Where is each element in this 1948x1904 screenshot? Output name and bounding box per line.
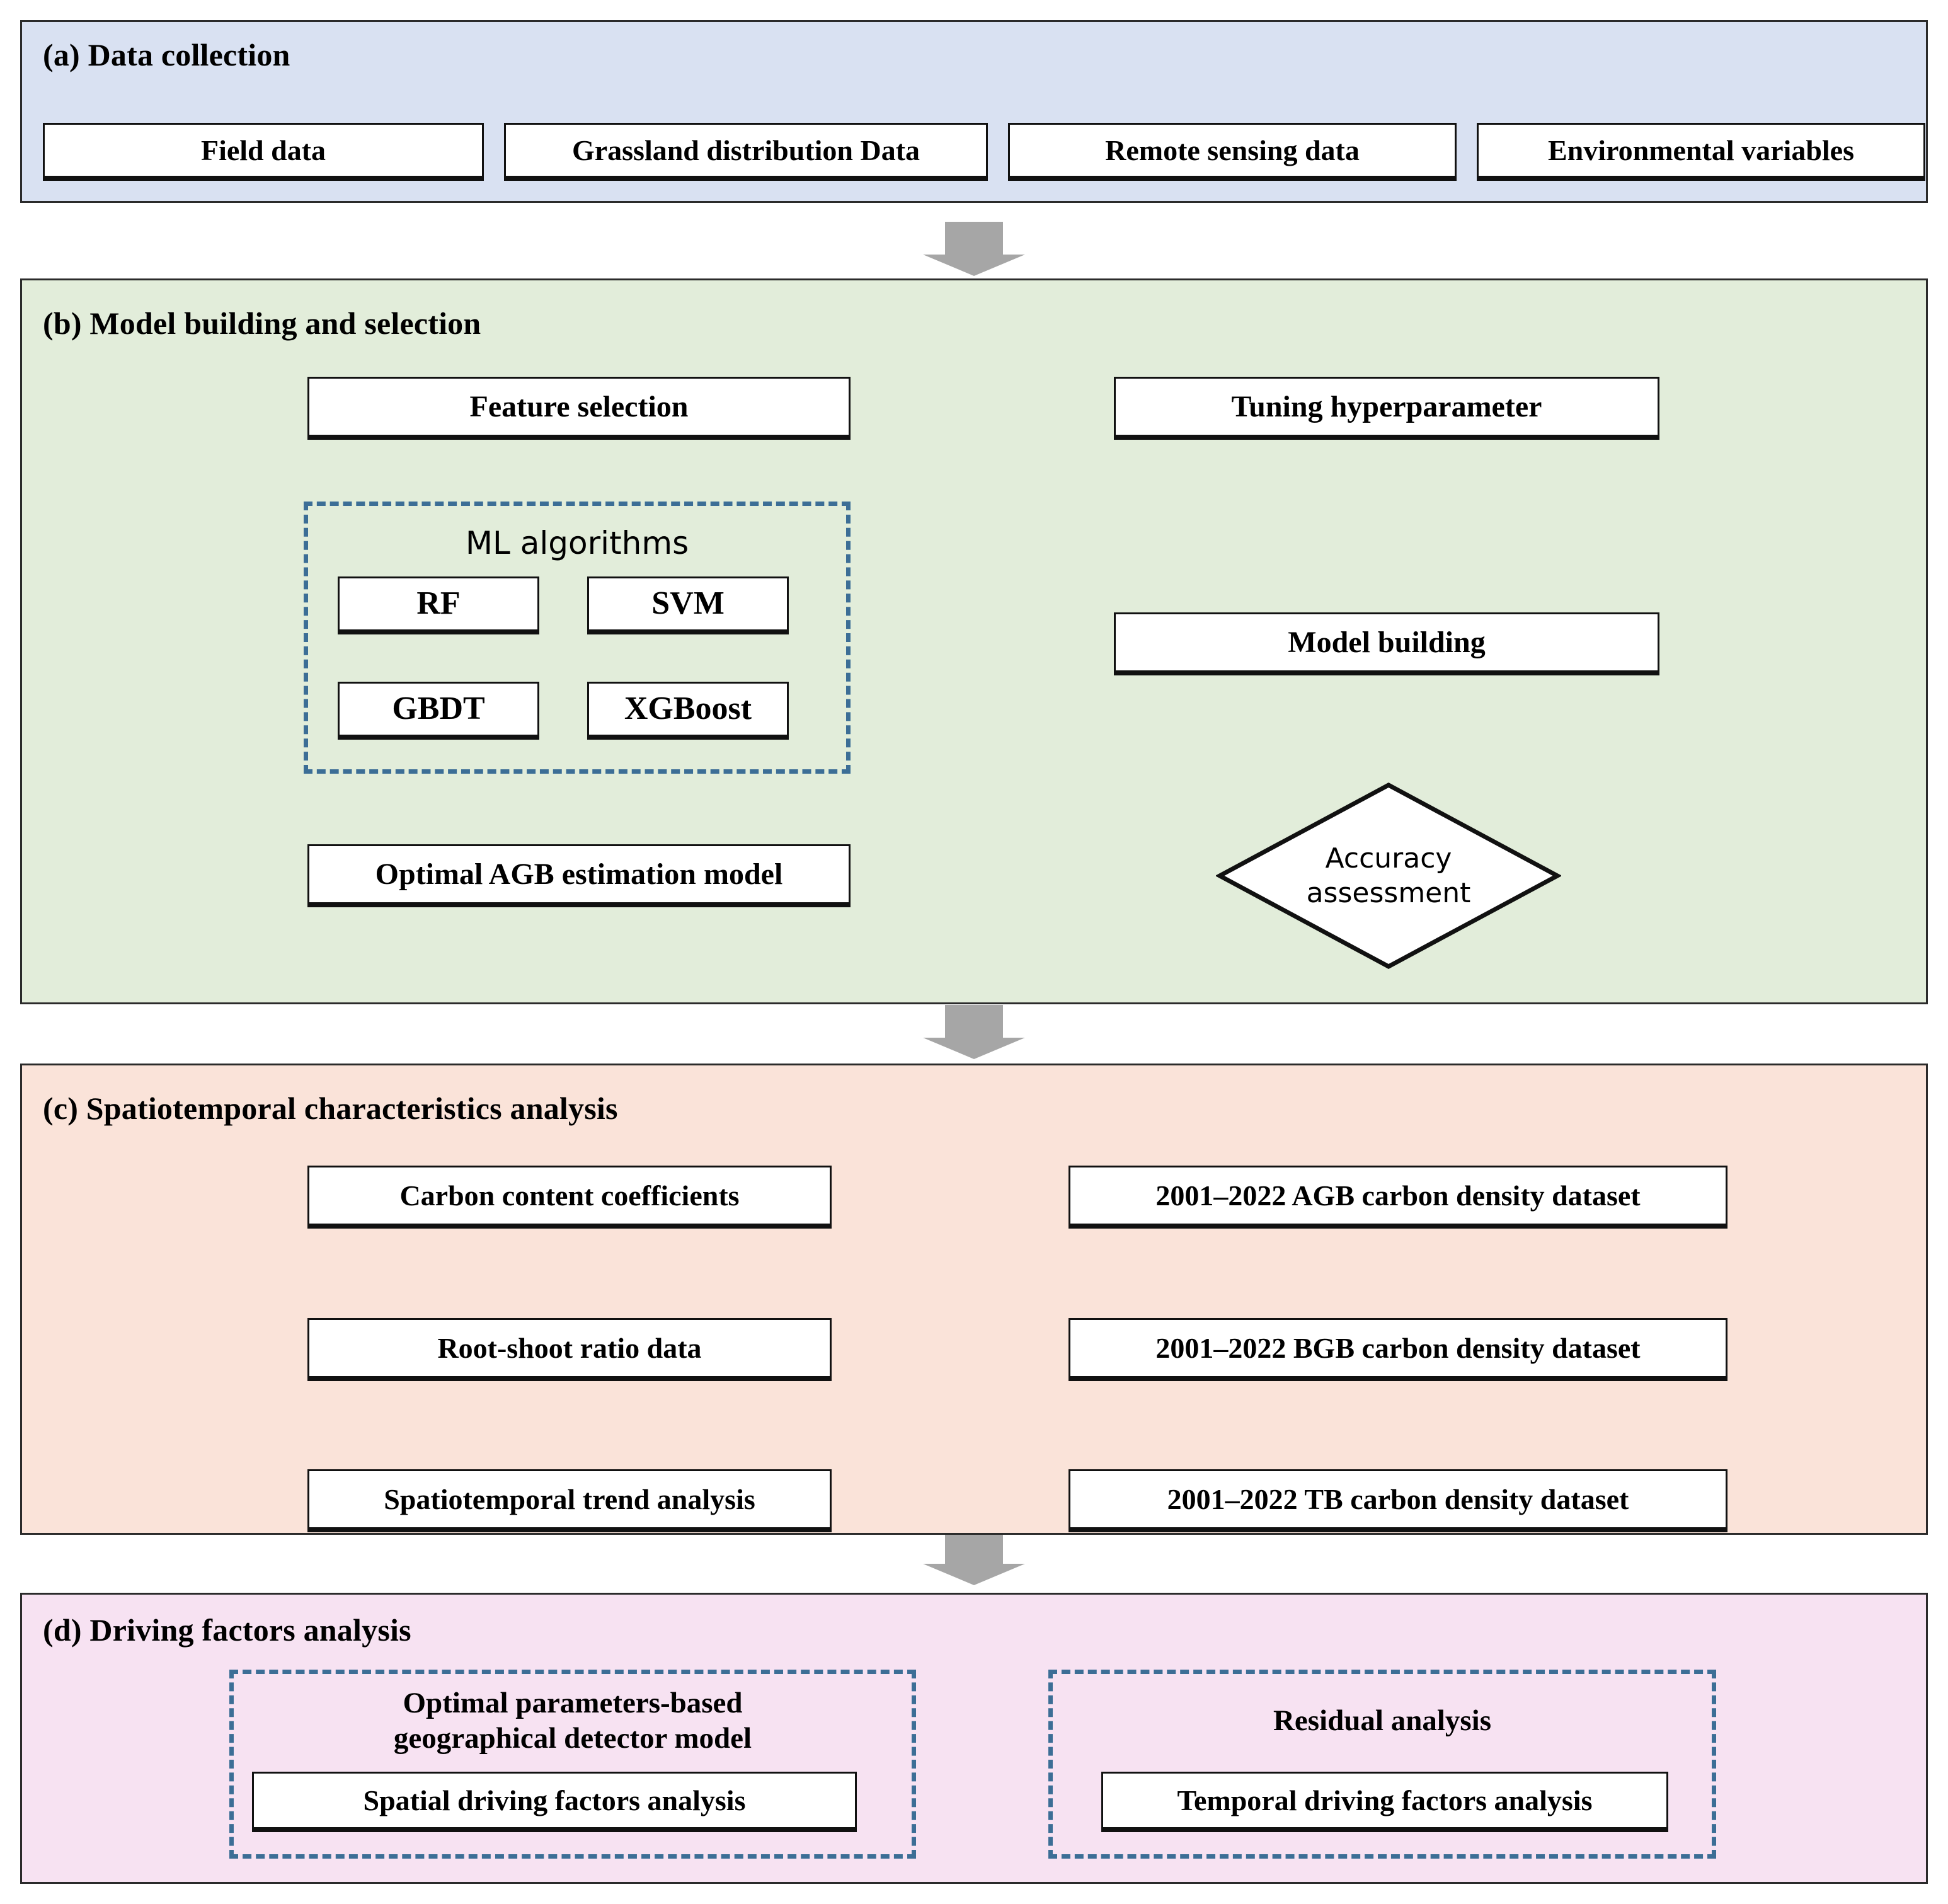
panel-c-title: (c) Spatiotemporal characteristics analy…	[43, 1091, 618, 1126]
box-environmental-variables[interactable]: Environmental variables	[1477, 123, 1925, 181]
stage-arrow-c-d	[923, 1531, 1025, 1585]
group-residual-analysis-label: Residual analysis	[1273, 1704, 1492, 1737]
box-field-data[interactable]: Field data	[43, 123, 484, 181]
box-temporal-driving-factors-analysis[interactable]: Temporal driving factors analysis	[1101, 1772, 1668, 1832]
group-residual-analysis	[1048, 1670, 1716, 1859]
box-root-shoot-ratio-data[interactable]: Root-shoot ratio data	[307, 1318, 832, 1381]
box-tuning-hyperparameter[interactable]: Tuning hyperparameter	[1114, 377, 1659, 440]
box-tb-carbon-density-dataset[interactable]: 2001–2022 TB carbon density dataset	[1069, 1469, 1727, 1532]
box-ml-gbdt[interactable]: GBDT	[338, 682, 539, 740]
box-spatial-driving-factors-analysis[interactable]: Spatial driving factors analysis	[252, 1772, 857, 1832]
stage-arrow-b-c	[923, 1005, 1025, 1059]
panel-b-title: (b) Model building and selection	[43, 306, 481, 341]
box-ml-rf[interactable]: RF	[338, 576, 539, 634]
panel-a-title: (a) Data collection	[43, 37, 290, 72]
group-optimal-parameters-geographical-detector	[229, 1670, 916, 1859]
box-grassland-distribution-data[interactable]: Grassland distribution Data	[504, 123, 988, 181]
box-bgb-carbon-density-dataset[interactable]: 2001–2022 BGB carbon density dataset	[1069, 1318, 1727, 1381]
box-feature-selection[interactable]: Feature selection	[307, 377, 851, 440]
diamond-shape	[1215, 783, 1562, 969]
box-ml-svm[interactable]: SVM	[587, 576, 789, 634]
box-carbon-content-coefficients[interactable]: Carbon content coefficients	[307, 1166, 832, 1229]
panel-driving-factors-analysis	[20, 1593, 1928, 1884]
decision-accuracy-assessment[interactable]: Accuracy assessment	[1215, 781, 1562, 970]
group-ml-algorithms	[304, 502, 851, 774]
box-model-building[interactable]: Model building	[1114, 612, 1659, 675]
box-agb-carbon-density-dataset[interactable]: 2001–2022 AGB carbon density dataset	[1069, 1166, 1727, 1229]
group-ml-algorithms-label: ML algorithms	[465, 525, 689, 561]
box-remote-sensing-data[interactable]: Remote sensing data	[1008, 123, 1457, 181]
box-ml-xgboost[interactable]: XGBoost	[587, 682, 789, 740]
box-spatiotemporal-trend-analysis[interactable]: Spatiotemporal trend analysis	[307, 1469, 832, 1532]
stage-arrow-a-b	[923, 222, 1025, 276]
group-opgd-label-line1: Optimal parameters-based	[403, 1687, 743, 1719]
box-optimal-agb-estimation-model[interactable]: Optimal AGB estimation model	[307, 844, 851, 907]
panel-d-title: (d) Driving factors analysis	[43, 1612, 411, 1648]
group-opgd-label-line2: geographical detector model	[393, 1722, 752, 1755]
panel-spatiotemporal-characteristics	[20, 1064, 1928, 1535]
